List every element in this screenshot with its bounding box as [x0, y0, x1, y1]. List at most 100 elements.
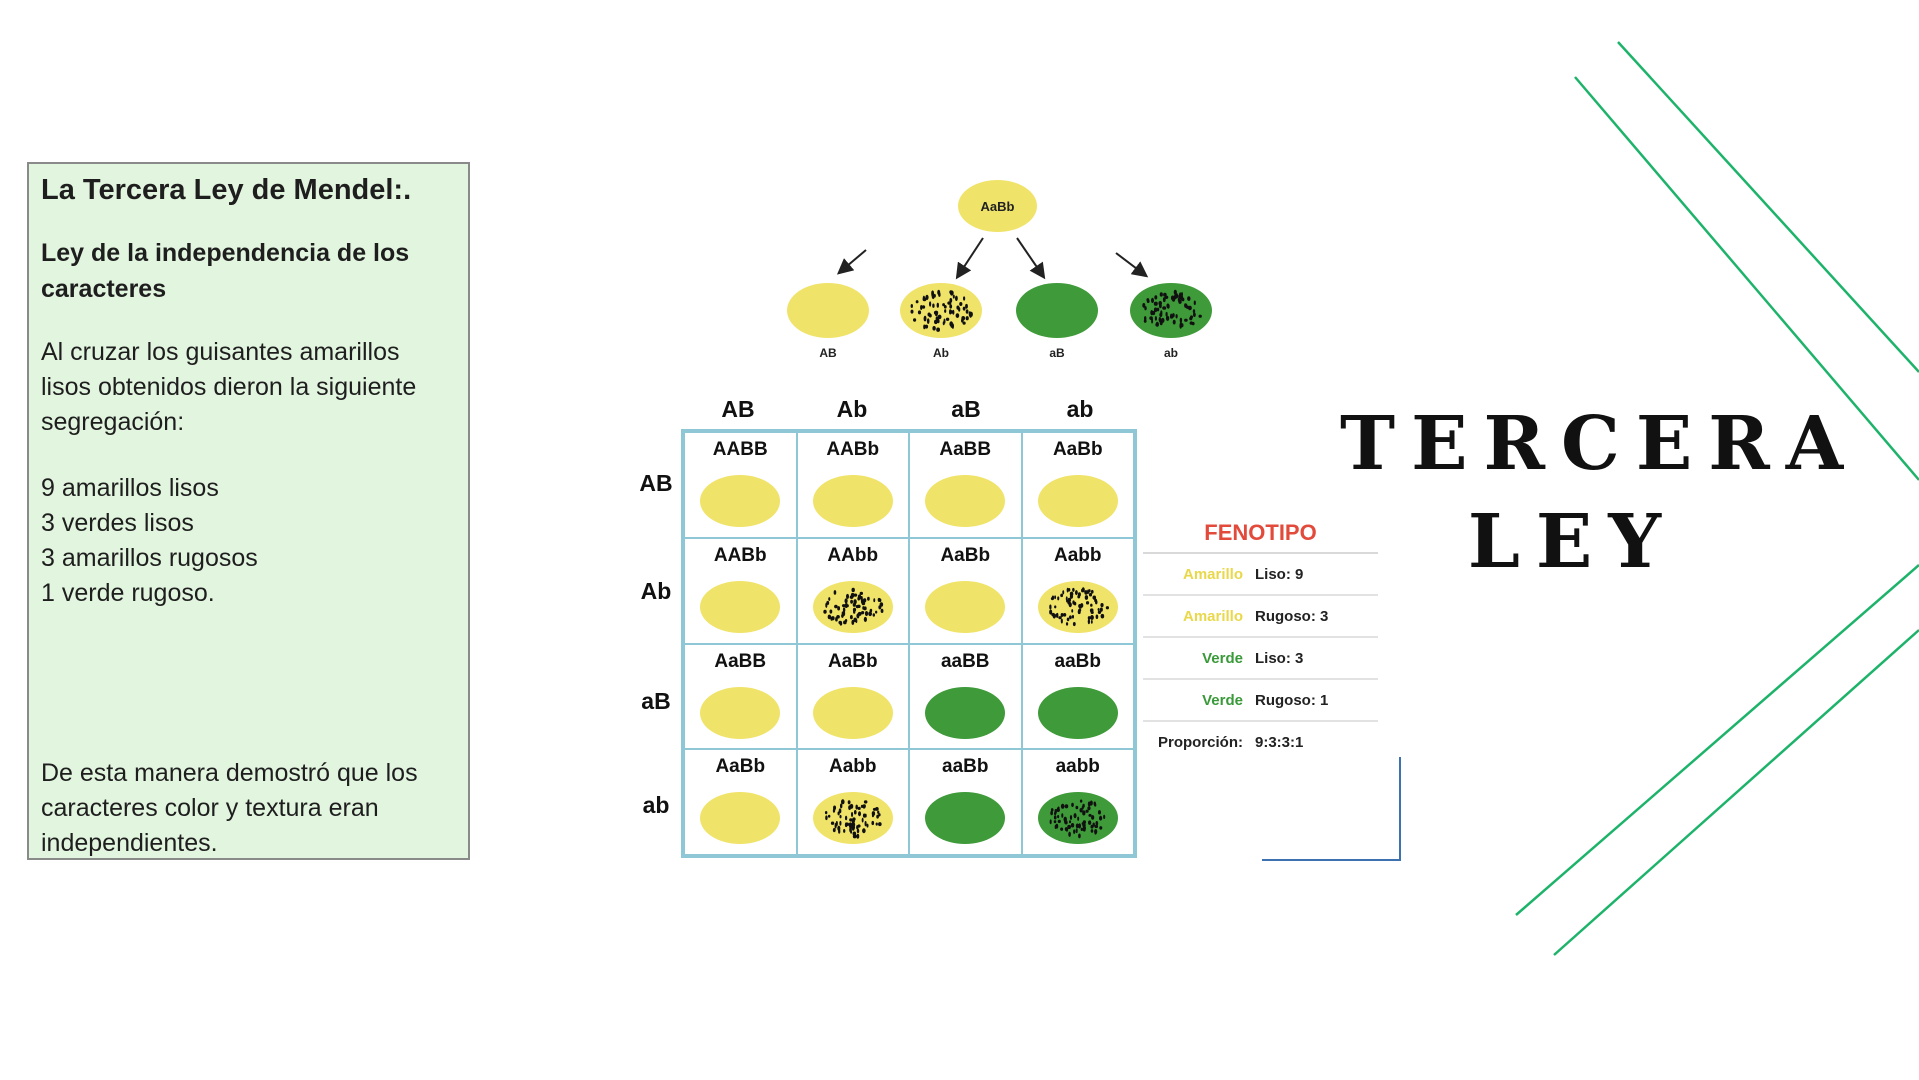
punnett-cell: AABb — [684, 537, 797, 644]
punnett-col-header: ab — [1066, 396, 1094, 422]
punnett-cell: aabb — [1021, 749, 1134, 855]
fenotipo-table: FENOTIPO Amarillo Liso: 9 Amarillo Rugos… — [1143, 520, 1378, 762]
punnett-cell: aaBB — [909, 643, 1022, 750]
punnett-cell: aaBb — [909, 749, 1022, 855]
fenotipo-trait: Liso: 9 — [1255, 565, 1304, 583]
pea-yellow-smooth — [700, 686, 781, 739]
gamete-pea — [1016, 283, 1098, 338]
wrinkle-texture — [1049, 799, 1105, 839]
punnett-row-header: AB — [639, 470, 673, 496]
gamete-pea — [787, 283, 869, 338]
fenotipo-trait: Liso: 3 — [1255, 649, 1304, 667]
pea-yellow-smooth — [812, 475, 893, 527]
punnett-genotype: Aabb — [829, 756, 877, 778]
result-item: 3 verdes lisos — [41, 509, 194, 537]
wrinkle-texture — [823, 587, 884, 626]
results-list: 9 amarillos lisos 3 verdes lisos 3 amari… — [41, 471, 456, 611]
punnett-cell: Aabb — [796, 749, 909, 855]
punnett-cell: AAbb — [796, 537, 909, 644]
pea-yellow-smooth — [700, 475, 781, 527]
fenotipo-color: Verde — [1202, 649, 1243, 667]
wrinkle-texture — [910, 289, 973, 332]
punnett-genotype: AaBb — [827, 650, 878, 672]
pea-green-smooth — [1037, 686, 1118, 739]
fenotipo-ratio-label: Proporción: — [1158, 733, 1243, 751]
punnett-cell: AaBb — [796, 643, 909, 750]
parent-genotype: AaBb — [980, 198, 1015, 214]
punnett-genotype: AaBb — [940, 544, 991, 566]
slide-title-line1: TERCERA — [1340, 401, 1860, 487]
fenotipo-ratio-value: 9:3:3:1 — [1255, 733, 1304, 751]
bracket-decoration — [1262, 757, 1401, 861]
fenotipo-title: FENOTIPO — [1143, 520, 1378, 554]
pea-yellow-wrinkled — [812, 580, 893, 633]
punnett-cell: Aabb — [1021, 537, 1134, 644]
pea-yellow-wrinkled — [1037, 580, 1118, 633]
arrow-3 — [1016, 237, 1046, 280]
punnett-col-header: AB — [721, 396, 755, 422]
punnett-cell: AABB — [684, 432, 797, 538]
punnett-cell: AABb — [796, 432, 909, 538]
punnett-col-header: aB — [951, 396, 981, 422]
fenotipo-color: Amarillo — [1182, 565, 1243, 583]
result-item: 3 amarillos rugosos — [41, 544, 258, 572]
punnett-genotype: AaBb — [715, 756, 766, 778]
punnett-genotype: AaBB — [939, 439, 992, 460]
info-conclusion: De esta manera demostró que los caracter… — [41, 759, 418, 857]
punnett-row-header: Ab — [640, 578, 672, 604]
pea-yellow-smooth — [925, 475, 1006, 527]
punnett-genotype: AaBB — [714, 650, 767, 672]
punnett-genotype: Aabb — [1054, 544, 1102, 566]
punnett-cell: AaBb — [1021, 432, 1134, 538]
punnett-genotype: AABb — [826, 439, 880, 460]
fenotipo-row: Proporción: 9:3:3:1 — [1143, 722, 1378, 762]
fenotipo-row: Amarillo Rugoso: 3 — [1143, 596, 1378, 638]
punnett-cell: aaBb — [1021, 643, 1134, 750]
parent-pea: AaBb — [958, 180, 1037, 232]
pea-yellow-smooth — [925, 580, 1006, 633]
punnett-genotype: aaBb — [1054, 650, 1101, 672]
punnett-col-header: Ab — [836, 396, 868, 422]
punnett-genotype: AAbb — [827, 544, 879, 566]
info-box: La Tercera Ley de Mendel:. Ley de la ind… — [27, 162, 470, 860]
info-title: La Tercera Ley de Mendel:. — [41, 174, 412, 206]
pea-yellow-smooth — [1037, 475, 1118, 527]
arrow-1 — [836, 249, 867, 275]
gamete-label: ab — [1163, 346, 1178, 360]
fenotipo-row: Amarillo Liso: 9 — [1143, 554, 1378, 596]
pea-yellow-smooth — [812, 686, 893, 739]
punnett-genotype: AABB — [712, 439, 768, 460]
punnett-genotype: aaBB — [940, 650, 990, 672]
info-subtitle: Ley de la independencia de los caractere… — [41, 239, 410, 303]
pea-yellow-smooth — [700, 580, 781, 633]
punnett-genotype: AaBb — [1052, 439, 1103, 460]
punnett-genotype: aaBb — [942, 756, 989, 778]
punnett-row-header: aB — [641, 688, 671, 714]
punnett-row-header: ab — [642, 792, 670, 818]
result-item: 1 verde rugoso. — [41, 579, 215, 607]
wrinkle-texture — [1048, 586, 1109, 626]
slide-title-line2: LEY — [1467, 499, 1678, 585]
info-intro: Al cruzar los guisantes amarillos lisos … — [41, 338, 417, 436]
fenotipo-color: Verde — [1202, 691, 1243, 709]
wrinkle-texture — [824, 799, 882, 839]
arrow-2 — [955, 237, 984, 280]
punnett-genotype: AABb — [713, 544, 767, 566]
pea-yellow-smooth — [700, 792, 781, 845]
fenotipo-color: Amarillo — [1182, 607, 1243, 625]
pea-green-smooth — [925, 792, 1006, 845]
pea-green-wrinkled — [1037, 792, 1118, 845]
gamete-label: Ab — [933, 346, 949, 360]
punnett-cell: AaBb — [684, 749, 797, 855]
punnett-cell: AaBb — [909, 537, 1022, 644]
fenotipo-row: Verde Rugoso: 1 — [1143, 680, 1378, 722]
fenotipo-trait: Rugoso: 1 — [1255, 691, 1329, 709]
gamete-pea — [1130, 283, 1212, 338]
wrinkle-texture — [1142, 289, 1202, 329]
slide-title: TERCERA LEY — [1340, 395, 1860, 591]
fenotipo-trait: Rugoso: 3 — [1255, 607, 1329, 625]
result-item: 9 amarillos lisos — [41, 474, 219, 502]
